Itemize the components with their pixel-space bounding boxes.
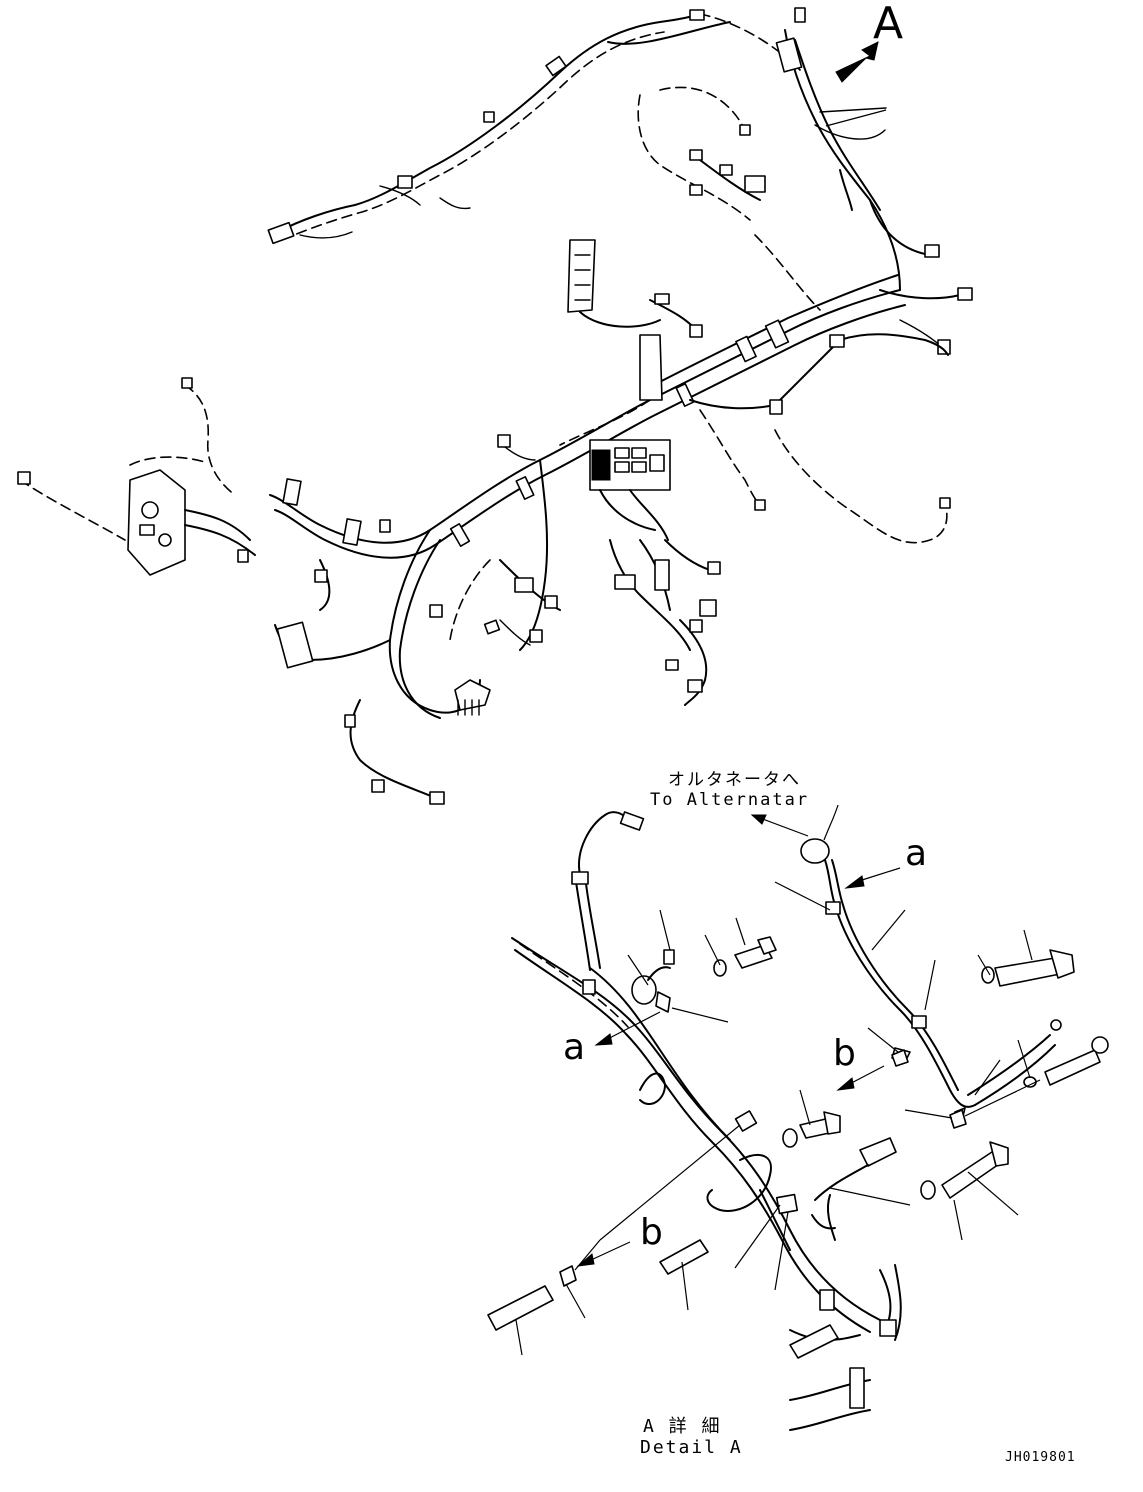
alternator-callout-jp: オルタネータへ [668,770,801,790]
harness-trunk [269,274,906,559]
lower-left-branch [237,519,491,805]
upper-left-branch [267,9,801,245]
detail-loop [639,1072,799,1251]
view-a-label: A [873,0,904,49]
detail-title-en: Detail A [640,1437,743,1458]
detail-clamp-left [631,949,675,1013]
detail-harness-bundle [511,811,902,1431]
detail-a-view [487,804,1109,1431]
view-a-arrow [825,41,887,127]
detail-letter-a-upper: a [905,833,928,874]
detail-letter-a-lower: a [563,1027,586,1068]
detail-leaders [515,804,1041,1356]
detail-letter-b-upper: b [833,1033,856,1074]
alternator-callout-en: To Alternatar [650,790,810,810]
controller-block [17,377,256,576]
main-harness-assembly [17,7,973,805]
lower-middle-branch [429,459,721,706]
relay-box [589,439,671,541]
detail-letter-b-lower: b [640,1212,663,1253]
upper-right-branch [637,7,973,355]
detail-hardware [487,936,1109,1359]
vertical-connector-strip [567,239,703,401]
right-middle-branch [497,333,951,544]
detail-title-jp: A 詳 細 [643,1416,722,1437]
drawing-number: JH019801 [1005,1450,1076,1465]
